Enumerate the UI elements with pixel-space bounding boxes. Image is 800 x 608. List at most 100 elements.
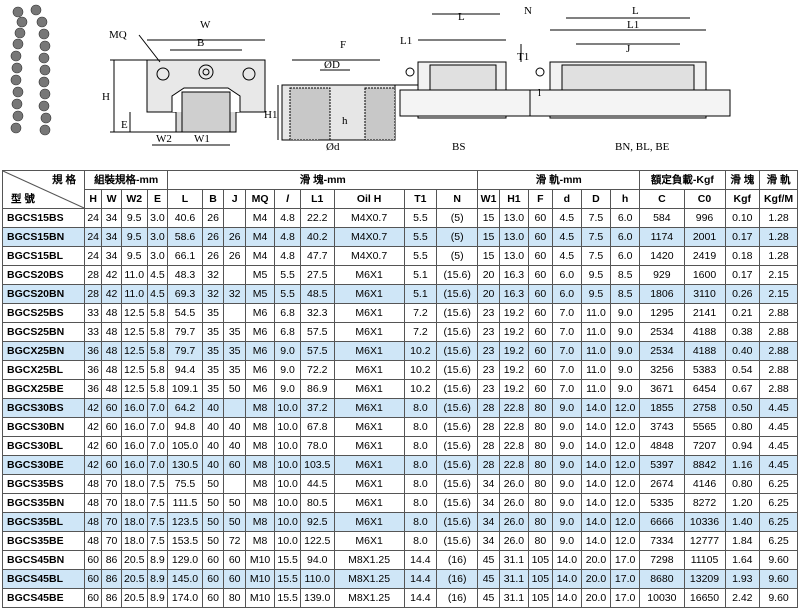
column-header: W [101, 189, 122, 209]
table-cell: 12.5 [120, 303, 148, 323]
table-cell: 35 [201, 303, 225, 323]
table-cell: M6X1 [333, 474, 405, 494]
table-cell: 57.5 [300, 322, 335, 342]
table-cell: 94.4 [167, 360, 203, 380]
table-cell: 35 [201, 322, 225, 342]
table-cell: M8X1.25 [333, 550, 405, 570]
table-cell: 2001 [683, 227, 726, 247]
table-cell: 153.5 [167, 531, 203, 551]
table-cell: M6 [244, 379, 276, 399]
label-d: Ød [326, 141, 340, 153]
table-cell: M6 [244, 360, 276, 380]
table-cell: 7.2 [403, 322, 438, 342]
table-cell: 18.0 [120, 512, 148, 532]
table-cell: 9.0 [274, 360, 302, 380]
table-cell: 7.5 [146, 474, 169, 494]
table-cell: 8.9 [146, 588, 169, 608]
table-cell: 6.0 [551, 265, 582, 285]
group-header-assembly: 組裝規格-mm [84, 170, 169, 190]
table-cell: 28 [84, 265, 103, 285]
table-cell: 79.7 [167, 341, 203, 361]
table-cell: 19.2 [498, 303, 529, 323]
table-cell: (5) [436, 208, 479, 228]
table-cell: 18.0 [120, 493, 148, 513]
table-cell: 2.88 [759, 322, 798, 342]
column-header: J [223, 189, 246, 209]
model-cell: BGCS30BS [1, 398, 86, 418]
table-cell: M5 [244, 265, 276, 285]
table-cell: 4.5 [146, 265, 169, 285]
table-cell: 10.0 [274, 455, 302, 475]
table-cell: 0.10 [724, 208, 761, 228]
table-cell: (15.6) [436, 303, 479, 323]
table-cell: 2141 [683, 303, 726, 323]
table-cell: 19.2 [498, 341, 529, 361]
table-cell: 14.0 [580, 531, 612, 551]
table-cell: 35 [223, 341, 246, 361]
table-cell: 32 [201, 265, 225, 285]
table-cell: 7.5 [580, 246, 612, 266]
table-cell: 32 [201, 284, 225, 304]
table-cell: 0.38 [724, 322, 761, 342]
table-cell: 34 [101, 208, 122, 228]
table-cell: 2419 [683, 246, 726, 266]
table-cell: 6.25 [759, 493, 798, 513]
table-cell: 19.2 [498, 322, 529, 342]
table-cell: 5.5 [274, 265, 302, 285]
table-cell: 45 [477, 550, 500, 570]
table-cell: 1600 [683, 265, 726, 285]
table-cell: 8.9 [146, 569, 169, 589]
table-cell: 60 [527, 341, 553, 361]
table-cell: 14.0 [580, 436, 612, 456]
table-cell: 12.0 [610, 531, 641, 551]
table-cell: 6.0 [551, 284, 582, 304]
table-cell: M5 [244, 284, 276, 304]
table-cell: 0.26 [724, 284, 761, 304]
table-cell: 11.0 [120, 265, 148, 285]
table-cell: M4X0.7 [333, 227, 405, 247]
table-cell: 60 [527, 208, 553, 228]
table-cell: 48 [84, 531, 103, 551]
label-B: B [197, 37, 204, 49]
table-cell: M6X1 [333, 531, 405, 551]
table-cell: 42 [84, 417, 103, 437]
table-cell: 584 [639, 208, 685, 228]
table-cell: 60 [527, 303, 553, 323]
table-cell: 9.60 [759, 588, 798, 608]
table-cell: 5383 [683, 360, 726, 380]
table-cell: 929 [639, 265, 685, 285]
table-cell: 60 [84, 550, 103, 570]
table-cell: 8.0 [403, 398, 438, 418]
table-cell: 9.0 [610, 322, 641, 342]
table-cell: 9.0 [551, 436, 582, 456]
table-cell: 60 [201, 550, 225, 570]
table-cell: 57.5 [300, 341, 335, 361]
table-cell: 139.0 [300, 588, 335, 608]
table-cell: 10.0 [274, 512, 302, 532]
table-cell: 50 [223, 493, 246, 513]
column-header: Kgf [724, 189, 761, 209]
table-cell: 12.5 [120, 341, 148, 361]
table-cell: 10.0 [274, 531, 302, 551]
table-cell: 24 [84, 246, 103, 266]
table-cell: 92.5 [300, 512, 335, 532]
table-cell: 18.0 [120, 531, 148, 551]
table-cell: M4 [244, 227, 276, 247]
column-header: MQ [244, 189, 276, 209]
model-cell: BGCS35BN [1, 493, 86, 513]
table-cell: 4.5 [146, 284, 169, 304]
table-cell: 10.0 [274, 417, 302, 437]
table-cell: 34 [477, 474, 500, 494]
table-cell: 123.5 [167, 512, 203, 532]
table-cell: M6X1 [333, 379, 405, 399]
table-cell: 48 [101, 303, 122, 323]
table-cell: 60 [84, 588, 103, 608]
table-cell: 34 [477, 512, 500, 532]
table-cell: 2534 [639, 322, 685, 342]
table-cell: 60 [527, 227, 553, 247]
table-cell: 28 [84, 284, 103, 304]
